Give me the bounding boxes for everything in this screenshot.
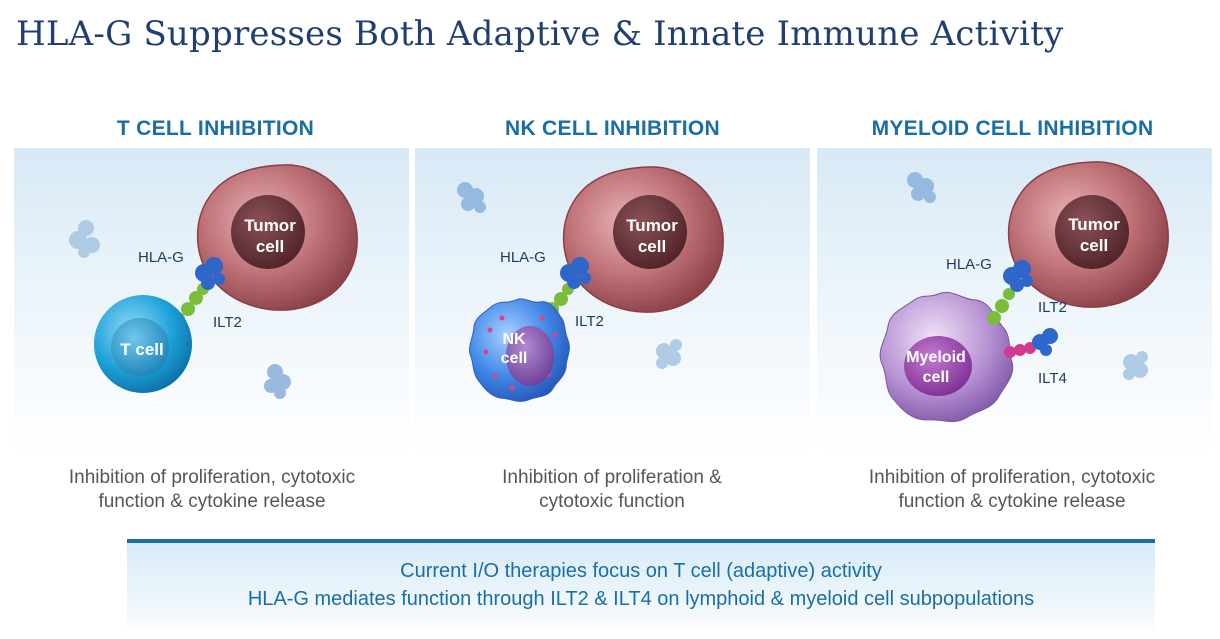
hla-g-molecule — [1003, 260, 1033, 292]
footer-line: HLA-G mediates function through ILT2 & I… — [247, 588, 1035, 610]
effector-cell-label: cell — [923, 369, 950, 386]
tumor-cell-label: cell — [256, 237, 284, 256]
floating-protein-icon — [1123, 351, 1148, 380]
effector-cell-label: T cell — [120, 340, 163, 359]
tumor-cell-label: Tumor — [244, 216, 296, 235]
nk-cell-nucleus — [506, 326, 554, 386]
ilt2-label: ILT2 — [1038, 299, 1067, 316]
footer-line: Current I/O therapies focus on T cell (a… — [400, 560, 882, 582]
tumor-nucleus — [231, 195, 305, 269]
caption-line: Inhibition of proliferation, cytotoxic — [868, 467, 1156, 488]
caption-line: Inhibition of proliferation & — [502, 467, 722, 488]
panel-heading-t-cell: T CELL INHIBITION — [116, 117, 315, 140]
t-cell-nucleus — [111, 318, 169, 376]
floating-protein-icon — [264, 364, 291, 399]
panel-caption-nk-cell: Inhibition of proliferation & cytotoxic … — [412, 466, 812, 514]
panel-caption-myeloid-cell: Inhibition of proliferation, cytotoxic f… — [812, 466, 1212, 514]
tumor-nucleus — [613, 195, 687, 269]
hla-g-label: HLA-G — [946, 256, 992, 273]
hla-g-molecule — [195, 257, 225, 290]
tumor-cell-label: cell — [638, 237, 666, 256]
panel-2-illustration: Tumor cell NK cell HLA-G ILT2 — [457, 166, 724, 402]
hla-g-molecule — [560, 257, 591, 289]
floating-protein-icon — [457, 182, 486, 213]
hla-g-label: HLA-G — [138, 249, 184, 266]
panel-heading-nk-cell: NK CELL INHIBITION — [504, 117, 720, 140]
floating-protein-icon — [69, 220, 100, 258]
tumor-cell-label: Tumor — [626, 216, 678, 235]
ilt4-label: ILT4 — [1038, 370, 1067, 387]
ilt2-label: ILT2 — [213, 314, 242, 331]
caption-line: cytotoxic function — [539, 491, 685, 512]
panel-caption-t-cell: Inhibition of proliferation, cytotoxic f… — [12, 466, 412, 514]
myeloid-cell-nucleus — [904, 336, 972, 396]
footer-summary: Current I/O therapies focus on T cell (a… — [127, 543, 1155, 633]
panel-1-illustration: Tumor cell T cell HLA-G ILT2 — [69, 164, 358, 399]
ilt4-receptor — [1004, 342, 1036, 358]
effector-cell-label: Myeloid — [906, 349, 966, 366]
tumor-nucleus — [1055, 195, 1129, 269]
tumor-cell-label: Tumor — [1068, 215, 1120, 234]
caption-line: Inhibition of proliferation, cytotoxic — [68, 467, 356, 488]
floating-protein-icon — [907, 172, 936, 203]
ilt2-receptor — [987, 288, 1015, 325]
effector-cell-label: NK — [502, 331, 526, 348]
slide-title: HLA-G Suppresses Both Adaptive & Innate … — [16, 14, 1064, 54]
caption-line: function & cytokine release — [898, 491, 1126, 512]
footer-divider — [127, 539, 1155, 543]
hla-g-label: HLA-G — [500, 249, 546, 266]
ilt2-label: ILT2 — [575, 313, 604, 330]
effector-cell-label: cell — [501, 350, 528, 367]
tumor-cell-label: cell — [1080, 236, 1108, 255]
hla-g-molecule — [1032, 328, 1058, 356]
panel-3-illustration: Tumor cell Myeloid cell HLA-G ILT2 ILT4 — [879, 161, 1169, 423]
caption-line: function & cytokine release — [98, 491, 326, 512]
floating-protein-icon — [656, 339, 682, 369]
panel-heading-myeloid-cell: MYELOID CELL INHIBITION — [871, 117, 1154, 140]
